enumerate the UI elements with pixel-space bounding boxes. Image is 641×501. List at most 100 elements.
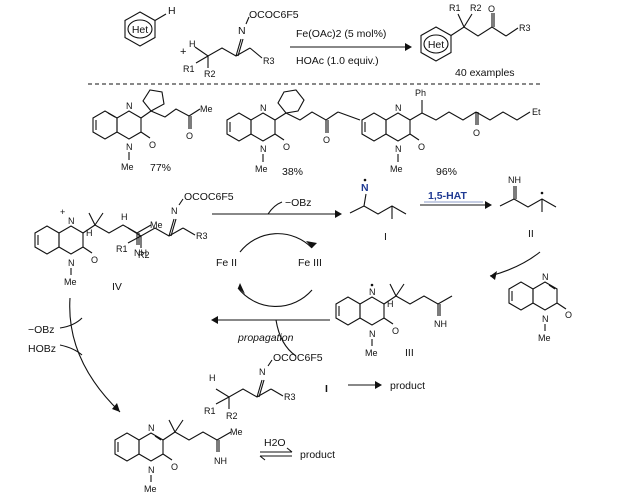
n-atom: N (542, 314, 549, 324)
n-atom: N (395, 103, 402, 113)
n-atom: N (260, 103, 267, 113)
iminyl-to-product-arrow: I product (325, 380, 425, 395)
example-product-2: N N Me O O 38% (226, 89, 361, 178)
carbonyl-o: O (488, 4, 495, 14)
iminyl-formation-arrow: −OBz (212, 197, 342, 218)
product-label-1: product (390, 380, 425, 392)
r1-label: R1 (116, 244, 128, 254)
oxime-ester-group: OCOC6F5 (249, 9, 299, 21)
h-atom: H (387, 299, 394, 309)
o-atom: O (473, 128, 480, 138)
examples-count: 40 examples (455, 67, 515, 79)
additive-label: HOAc (1.0 equiv.) (296, 55, 379, 67)
o-atom: O (186, 131, 193, 141)
quinoxalinone-addition-arrow (489, 251, 541, 280)
n-methyl: Me (255, 164, 268, 174)
cation-label: IV (112, 281, 122, 293)
product-label-2: product (300, 449, 335, 461)
n-label: N (259, 367, 266, 377)
phenyl-label: Ph (415, 88, 426, 98)
n-methyl: Me (64, 277, 77, 287)
n-atom: N (369, 329, 376, 339)
n-label: N (171, 206, 178, 216)
carbon-radical: NH II (499, 175, 557, 240)
plus-sign: + (180, 46, 186, 58)
adduct-radical: N N Me O H NH III (335, 283, 453, 359)
imine-nh: NH (134, 248, 147, 258)
n-methyl: Me (144, 484, 157, 494)
propagation-label: propagation (237, 332, 294, 344)
example-product-1: N N Me O O Me 77% (92, 89, 213, 174)
imine-nh: NH (508, 175, 521, 185)
r2-label: R2 (204, 69, 216, 79)
yield-label-3: 96% (436, 166, 457, 178)
ferric-label: Fe III (298, 257, 322, 269)
catalyst-label: Fe(OAc)2 (5 mol%) (296, 28, 386, 40)
r3-label: R3 (196, 231, 208, 241)
n-methyl: Me (365, 348, 378, 358)
product-r1-label: R1 (449, 3, 461, 13)
r3-label: R3 (284, 392, 296, 402)
general-product: Het R1 R2 R3 O 40 examples (420, 3, 531, 79)
r2-label: R2 (138, 250, 150, 260)
n-label: N (238, 25, 246, 37)
n-atom: N (260, 144, 267, 154)
r1-label: R1 (183, 64, 195, 74)
iminyl-compound-label: I (384, 231, 387, 243)
n-atom: N (68, 258, 75, 268)
h-label: H (189, 39, 196, 49)
r1-label: R1 (204, 406, 216, 416)
n-atom: N (542, 272, 549, 282)
oxime-ester-group: OCOC6F5 (273, 352, 323, 364)
final-imine-product: N N Me O Me NH (114, 419, 243, 494)
o-atom: O (565, 310, 572, 320)
hat-arrow: 1,5-HAT (420, 190, 492, 209)
product-het-label: Het (428, 39, 444, 51)
n-atom: N (148, 423, 155, 433)
o-atom: O (323, 135, 330, 145)
oxime-ester-reactant: H N OCOC6F5 R1 R2 R3 (183, 9, 299, 79)
n-atom: N (126, 101, 133, 111)
imine-nh: NH (214, 456, 227, 466)
o-atom: O (91, 255, 98, 265)
propagating-oxime: H N OCOC6F5 R1 R2 R3 (204, 352, 323, 421)
ethyl-label: Et (532, 107, 541, 117)
product-r2-label: R2 (470, 3, 482, 13)
heteroarene-reactant: Het H (124, 5, 176, 47)
iminyl-n: N (361, 182, 369, 194)
conditions-arrow: Fe(OAc)2 (5 mol%) HOAc (1.0 equiv.) (290, 28, 412, 67)
n-atom: N (148, 465, 155, 475)
h-label: H (121, 212, 128, 222)
carbon-radical-label: II (528, 228, 534, 240)
yield-label-2: 38% (282, 166, 303, 178)
quinoxalinone-reagent: N N Me O (508, 272, 572, 343)
hat-label: 1,5-HAT (428, 190, 467, 202)
r3-label: R3 (263, 56, 275, 66)
h-label: H (209, 373, 216, 383)
oxime-ester-group: OCOC6F5 (184, 191, 234, 203)
adduct-label: III (405, 347, 414, 359)
water-label: H2O (264, 437, 286, 449)
o-atom: O (283, 142, 290, 152)
r2-label: R2 (226, 411, 238, 421)
iron-cycle: Fe II Fe III (216, 233, 322, 307)
cation-intermediate: N + N Me O H Me NH IV (34, 207, 163, 293)
methyl-label: Me (230, 427, 243, 437)
n-atom: N (395, 144, 402, 154)
product-r3-label: R3 (519, 23, 531, 33)
ketone-methyl: Me (200, 104, 213, 114)
hobz-label: HOBz (28, 343, 56, 355)
n-methyl: Me (538, 333, 551, 343)
benzoate-label: −OBz (285, 197, 312, 209)
methyl-label: Me (150, 220, 163, 230)
o-atom: O (149, 140, 156, 150)
yield-label-1: 77% (150, 162, 171, 174)
iminyl-out-label: I (325, 383, 328, 395)
n-atom: N (126, 142, 133, 152)
n-methyl: Me (390, 164, 403, 174)
n-atom: N (369, 287, 376, 297)
positive-charge: + (60, 207, 65, 217)
iminyl-radical: N I (349, 178, 407, 243)
o-atom: O (392, 326, 399, 336)
